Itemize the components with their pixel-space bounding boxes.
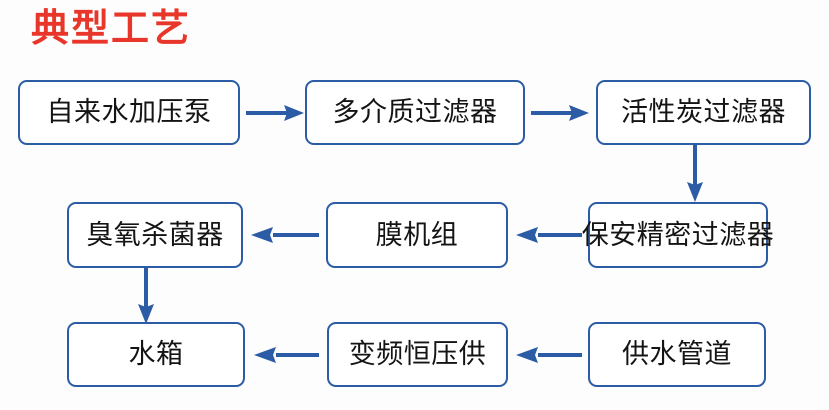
arrow-n1-to-n2	[246, 104, 304, 122]
flow-node-membrane-unit[interactable]: 膜机组	[326, 202, 508, 268]
arrow-n2-to-n3	[531, 104, 589, 122]
flow-node-variable-frequency-constant-pressure-supply[interactable]: 变频恒压供	[327, 322, 508, 387]
arrow-n4-to-n5	[516, 226, 582, 244]
flow-node-multimedia-filter[interactable]: 多介质过滤器	[305, 80, 525, 145]
arrow-n3-to-n4	[686, 144, 704, 202]
flow-node-ozone-sterilizer[interactable]: 臭氧杀菌器	[67, 202, 243, 268]
flow-node-water-supply-pipeline[interactable]: 供水管道	[588, 322, 766, 387]
arrow-n8-to-n7	[254, 346, 319, 364]
flow-node-water-tank[interactable]: 水箱	[67, 322, 245, 387]
arrow-n5-to-n6	[251, 226, 319, 244]
flow-node-security-precision-filter[interactable]: 保安精密过滤器	[582, 202, 774, 268]
arrow-n9-to-n8	[516, 346, 582, 364]
flow-node-activated-carbon-filter[interactable]: 活性炭过滤器	[596, 80, 811, 145]
page-title: 典型工艺	[31, 6, 192, 50]
arrow-n6-to-n7	[137, 267, 155, 324]
flow-node-tap-water-booster-pump[interactable]: 自来水加压泵	[18, 80, 240, 145]
